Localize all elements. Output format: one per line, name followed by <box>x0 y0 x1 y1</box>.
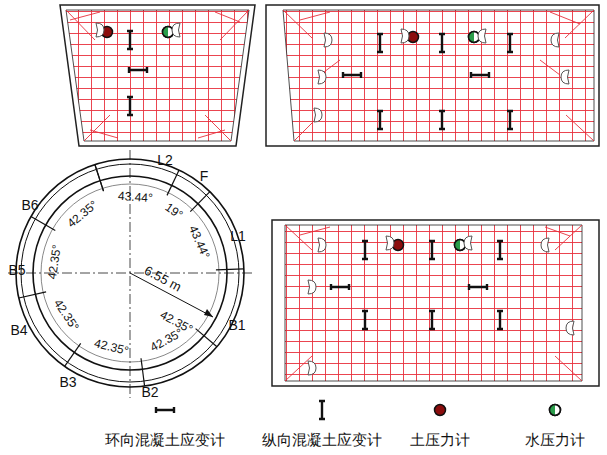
radius-label: 6.55 m <box>142 263 183 293</box>
legend-text: 纵向混凝土应变计 <box>262 433 382 448</box>
segment-name: L1 <box>230 229 246 243</box>
segment-panel <box>60 5 255 146</box>
segment-joint <box>141 358 145 386</box>
segment-panel <box>266 5 599 146</box>
angle-label: 42.35° <box>52 298 81 334</box>
angle-label: 43.44° <box>187 224 212 261</box>
segment-name: B2 <box>141 385 158 399</box>
legend-text: 环向混凝土应变计 <box>105 433 225 448</box>
legend-samples <box>156 401 561 419</box>
legend-text: 土压力计 <box>410 433 470 448</box>
segment-joint <box>95 165 104 192</box>
angle-label: 42.35° <box>148 326 184 353</box>
lining-ring <box>8 150 252 398</box>
segment-name: L2 <box>157 153 173 167</box>
segment-name: B3 <box>59 375 76 389</box>
legend-text: 水压力计 <box>525 433 585 448</box>
segment-name: F <box>200 169 209 183</box>
segment-joint <box>65 343 81 366</box>
segment-joint <box>167 170 179 195</box>
segment-name: B5 <box>8 263 25 277</box>
segment-joint <box>31 217 55 231</box>
segment-joint <box>95 165 104 192</box>
segment-joint <box>196 329 217 347</box>
angle-label: 19° <box>163 201 185 221</box>
angle-label: 43.44° <box>117 190 153 204</box>
segment-panel <box>272 220 599 386</box>
segment-joint <box>216 269 244 270</box>
angle-label: 42.35° <box>65 198 100 229</box>
segment-joint <box>190 192 210 212</box>
segment-joint <box>19 292 46 298</box>
segment-name: B4 <box>10 323 27 337</box>
angle-label: 42.35° <box>46 244 63 280</box>
segment-name: B6 <box>21 198 38 212</box>
segment-name: B1 <box>228 318 245 332</box>
angle-label: 42.35° <box>94 337 131 357</box>
